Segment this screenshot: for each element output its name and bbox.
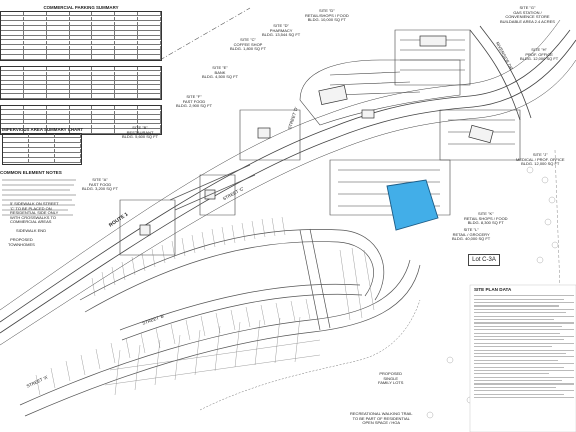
walking-trail <box>199 299 421 411</box>
impervious-title: IMPERVIOUS AREA SUMMARY CHART <box>2 127 84 132</box>
label-site-a: SITE "A" FAST FOOD BLDG. 3,200 SQ FT <box>82 177 119 192</box>
label-walking-trail: RECREATIONAL WALKING TRAIL TO BE PART OF… <box>350 411 413 426</box>
common-notes-lines <box>2 179 76 216</box>
label-site-c: SITE "C" COFFEE SHOP BLDG. 1,800 SQ FT <box>230 37 267 52</box>
label-site-j: SITE "J" MEDICAL / PROF. OFFICE BLDG. 12… <box>516 152 565 167</box>
property-line <box>159 7 251 61</box>
route-1-road <box>0 19 576 346</box>
riverside-road <box>469 25 532 121</box>
label-site-h: SITE "H" PROF. OFFICE BLDG. 12,000 SQ FT <box>520 47 559 62</box>
label-sidewalk-end: SIDEWALK END <box>16 228 47 233</box>
residential-streets <box>19 164 421 417</box>
label-site-b: SITE "B" RESTAURANT BLDG. 5,600 SQ FT <box>122 125 159 140</box>
impervious-table: IMPERVIOUS AREA SUMMARY CHART <box>2 127 84 165</box>
label-site-d-pharmacy: SITE "D" PHARMACY BLDG. 13,544 SQ FT <box>262 23 301 38</box>
label-site-l: SITE "L" RETAIL / GROCERY BLDG. 40,000 S… <box>452 227 491 242</box>
lot-c-3a-label[interactable]: Lot C-3A <box>468 254 500 266</box>
label-site-k: SITE "K" RETAIL SHOPS / FOOD BLDG. 8,300… <box>464 211 508 226</box>
common-notes-title: COMMON ELEMENT NOTES <box>0 170 62 175</box>
parking-summary-table: COMMERCIAL PARKING SUMMARY <box>0 5 162 135</box>
impervious-grid <box>2 133 82 165</box>
site-plan-data-notes <box>474 293 574 400</box>
label-townhomes: PROPOSED TOWNHOMES <box>8 237 35 247</box>
residential-lots <box>35 216 375 396</box>
label-site-e: SITE "E" BANK BLDG. 4,500 SQ FT <box>202 65 239 80</box>
label-site-f: SITE "F" FAST FOOD BLDG. 2,900 SQ FT <box>176 94 213 109</box>
site-plan-data-title: SITE PLAN DATA <box>474 287 512 292</box>
parking-grid-1 <box>0 11 162 61</box>
label-site-d-retail: SITE "D" RETAIL/SHOPS / FOOD BLDG. 10,00… <box>305 8 349 23</box>
label-single-family: PROPOSED SINGLE FAMILY LOTS <box>378 371 404 386</box>
parking-summary-title: COMMERCIAL PARKING SUMMARY <box>43 5 119 10</box>
grocery-building-site-l[interactable] <box>386 179 439 231</box>
parking-grid-2 <box>0 66 162 100</box>
parking-lots <box>119 29 521 256</box>
label-site-g: SITE "G" GAS STATION / CONVENIENCE STORE… <box>500 5 555 24</box>
label-sidewalk-note: 5' SIDEWALK ON STREET 'C' TO BE PLACED O… <box>10 201 59 225</box>
